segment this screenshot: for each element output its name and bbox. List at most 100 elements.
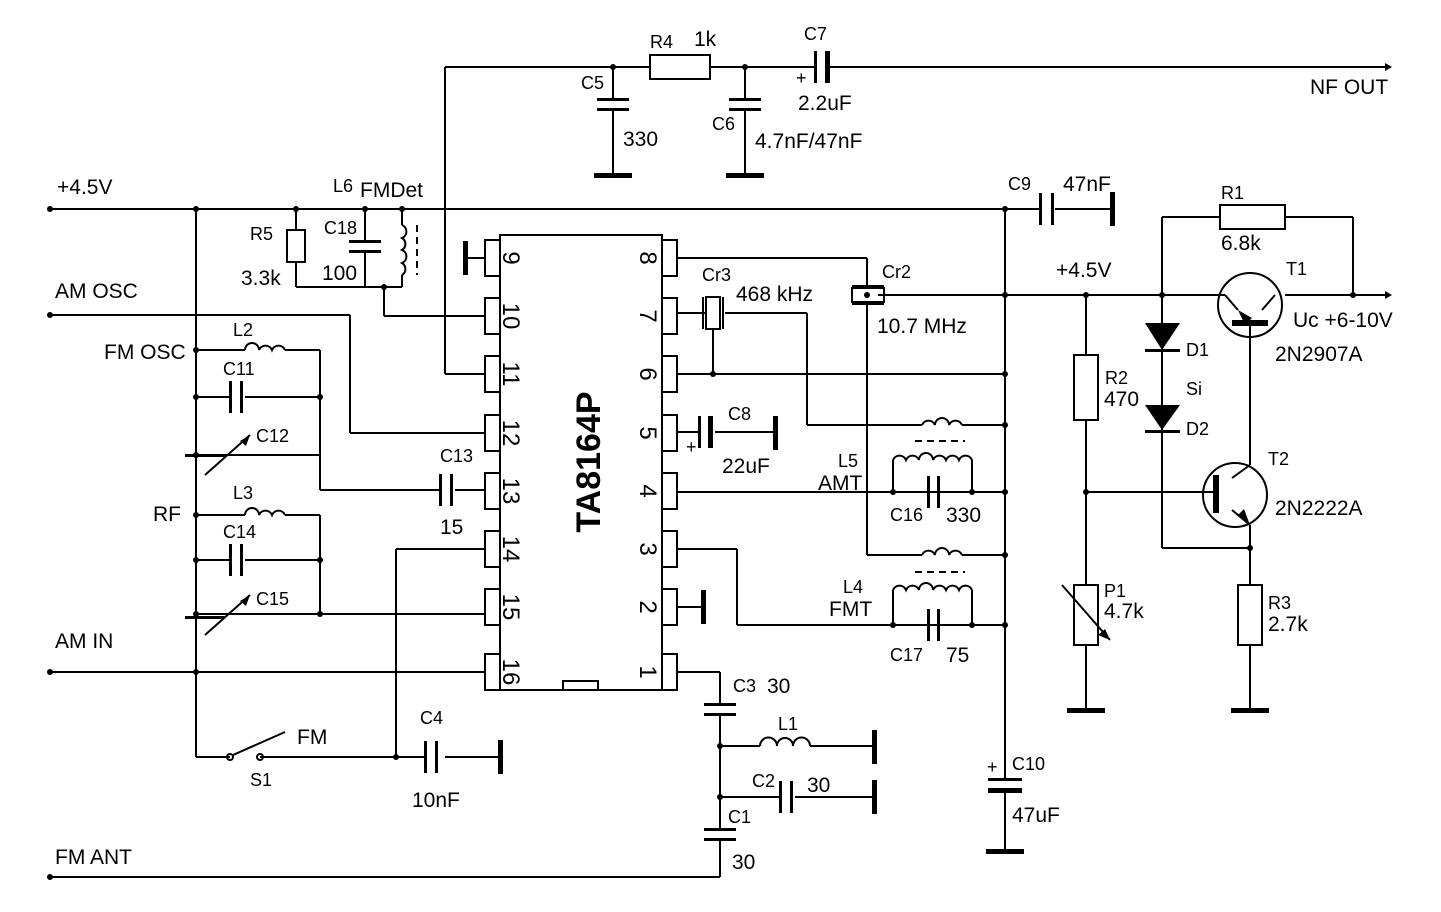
junction-dot: [1247, 545, 1253, 551]
c6-ref: C6: [712, 114, 735, 134]
c8-value: 22uF: [722, 455, 770, 478]
cr2-value: 10.7 MHz: [877, 315, 967, 338]
junction-dot: [610, 64, 616, 70]
ic-pin-12: [484, 414, 501, 452]
c18-ref: C18: [324, 218, 357, 238]
diode-d1: [1145, 323, 1180, 352]
am-in-label: AM IN: [55, 630, 113, 653]
ic-pin-9: [484, 239, 501, 277]
l1-ref: L1: [778, 714, 798, 734]
t2-ref: T2: [1268, 449, 1289, 469]
junction-dot: [1350, 292, 1356, 298]
junction-dot: [47, 206, 53, 212]
ic-pin-number: 2: [634, 600, 661, 613]
junction-dot: [381, 284, 387, 290]
r2-value: 470: [1104, 388, 1139, 411]
rf-label: RF: [153, 503, 181, 526]
c16-ref: C16: [890, 505, 923, 525]
ic-pin-8: [661, 239, 678, 277]
junction-dot: [193, 452, 199, 458]
c16-value: 330: [946, 504, 981, 527]
c10-plus: +: [987, 757, 998, 777]
ic-pin-4: [661, 472, 678, 510]
junction-dot: [717, 743, 723, 749]
capacitor-plates: [185, 51, 1054, 841]
ic-pin-number: 15: [497, 594, 524, 621]
junction-dots: [47, 64, 1356, 880]
c10-ref: C10: [1012, 754, 1045, 774]
ic-pin-6: [661, 355, 678, 393]
c15-ref: C15: [256, 589, 289, 609]
ic-pin-1: [661, 653, 678, 691]
ic-pin-number: 9: [497, 251, 524, 264]
c7-ref: C7: [804, 24, 827, 44]
ic-pin-11: [484, 355, 501, 393]
junction-dot: [1002, 489, 1008, 495]
junction-dot: [399, 206, 405, 212]
p1-value: 4.7k: [1104, 600, 1144, 623]
junction-dot: [1083, 489, 1089, 495]
junction-dot: [317, 394, 323, 400]
ic-pin-7: [661, 297, 678, 335]
ic-pin-number: 11: [497, 362, 524, 387]
d1-ref: D1: [1186, 340, 1209, 360]
ic-pin-number: 14: [497, 536, 524, 563]
junction-dot: [193, 347, 199, 353]
junction-dot: [393, 754, 399, 760]
junction-dot: [193, 512, 199, 518]
c9-value: 47nF: [1063, 173, 1111, 196]
c7-plus: +: [796, 68, 807, 88]
c7-value: 2.2uF: [798, 92, 852, 115]
c11-ref: C11: [223, 359, 255, 379]
cr3-ref: Cr3: [702, 265, 731, 285]
c5-value: 330: [623, 128, 658, 151]
junction-dot: [193, 611, 199, 617]
ic-pin-number: 12: [497, 420, 524, 447]
c17-value: 75: [946, 644, 969, 667]
junction-dot: [362, 206, 368, 212]
ic-pin-3: [661, 530, 678, 568]
t1-ref: T1: [1286, 259, 1307, 279]
vcc2-label: +4.5V: [1056, 259, 1111, 282]
r5-value: 3.3k: [241, 267, 281, 290]
ic-pin-number: 5: [634, 426, 661, 439]
l6-value: FMDet: [360, 179, 423, 202]
r4-value: 1k: [694, 28, 717, 51]
ic-pin-13: [484, 472, 501, 510]
diode-d2: [1145, 405, 1180, 433]
junction-dot: [1002, 206, 1008, 212]
t2-value: 2N2222A: [1275, 497, 1363, 520]
diode-type: Si: [1186, 379, 1202, 399]
c3-ref: C3: [733, 676, 756, 696]
p1-ref: P1: [1104, 581, 1126, 601]
ic-pin-2: [661, 588, 678, 626]
junction-dot: [317, 557, 323, 563]
ic-pin-number: 6: [634, 367, 661, 380]
c5-ref: C5: [581, 73, 604, 93]
junction-dot: [969, 489, 975, 495]
junction-dot: [1159, 292, 1165, 298]
junction-dot: [742, 64, 748, 70]
d2-ref: D2: [1186, 419, 1209, 439]
junction-dot: [1002, 552, 1008, 558]
junction-dot: [47, 669, 53, 675]
cr2-ref: Cr2: [882, 262, 911, 282]
arrowheads: [240, 63, 1392, 640]
ic-pin-15: [484, 588, 501, 626]
c3-value: 30: [767, 675, 790, 698]
l2-ref: L2: [233, 320, 253, 340]
junction-dot: [890, 489, 896, 495]
ground-symbols: [463, 173, 1269, 854]
c1-ref: C1: [728, 807, 751, 827]
r2-ref: R2: [1105, 368, 1128, 388]
junction-dot: [1002, 371, 1008, 377]
c6-value: 4.7nF/47nF: [755, 130, 862, 153]
junction-dot: [1002, 622, 1008, 628]
junction-dot: [969, 622, 975, 628]
junction-dot: [710, 371, 716, 377]
s1-ref: S1: [250, 770, 272, 790]
ic-pin-number: 8: [634, 251, 661, 264]
l3-ref: L3: [233, 483, 253, 503]
